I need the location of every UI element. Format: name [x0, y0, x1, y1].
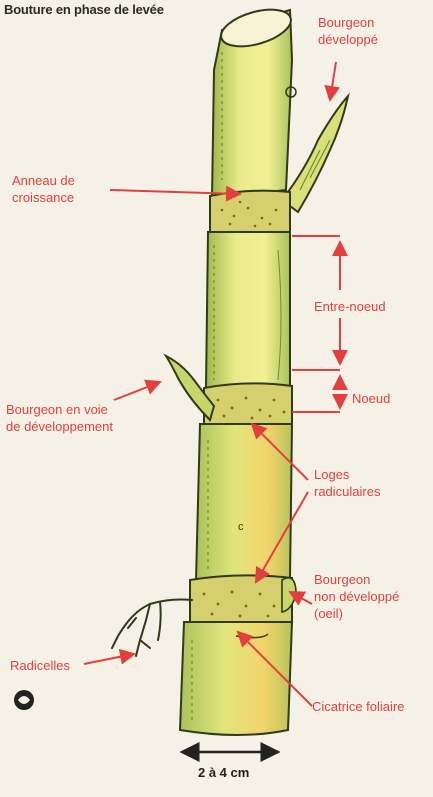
growth-ring-top — [210, 191, 290, 234]
label-entre-noeud: Entre-noeud — [314, 298, 386, 315]
label-bourgeon-non-developpe: Bourgeon non développé (oeil) — [314, 571, 399, 622]
node-ring-middle — [204, 383, 292, 426]
label-bourgeon-voie: Bourgeon en voie de développement — [6, 401, 113, 435]
label-radicelles: Radicelles — [10, 657, 70, 674]
label-bourgeon-developpe: Bourgeon développé — [318, 14, 378, 48]
diagram-title: Bouture en phase de levée — [4, 2, 164, 17]
node-ring-lower — [190, 575, 296, 624]
stem-top-segment — [212, 3, 296, 198]
scale-label: 2 à 4 cm — [198, 765, 249, 780]
label-cicatrice-foliaire: Cicatrice foliaire — [312, 698, 404, 715]
label-noeud: Noeud — [352, 390, 390, 407]
label-loges-radiculaires: Loges radiculaires — [314, 466, 380, 500]
cirad-logo-icon — [14, 690, 34, 710]
stem-lower-internode: c — [196, 424, 292, 580]
stem-internode — [206, 232, 290, 388]
label-anneau-croissance: Anneau de croissance — [12, 172, 75, 206]
stem-bottom-segment — [180, 622, 292, 735]
svg-text:c: c — [238, 521, 244, 533]
